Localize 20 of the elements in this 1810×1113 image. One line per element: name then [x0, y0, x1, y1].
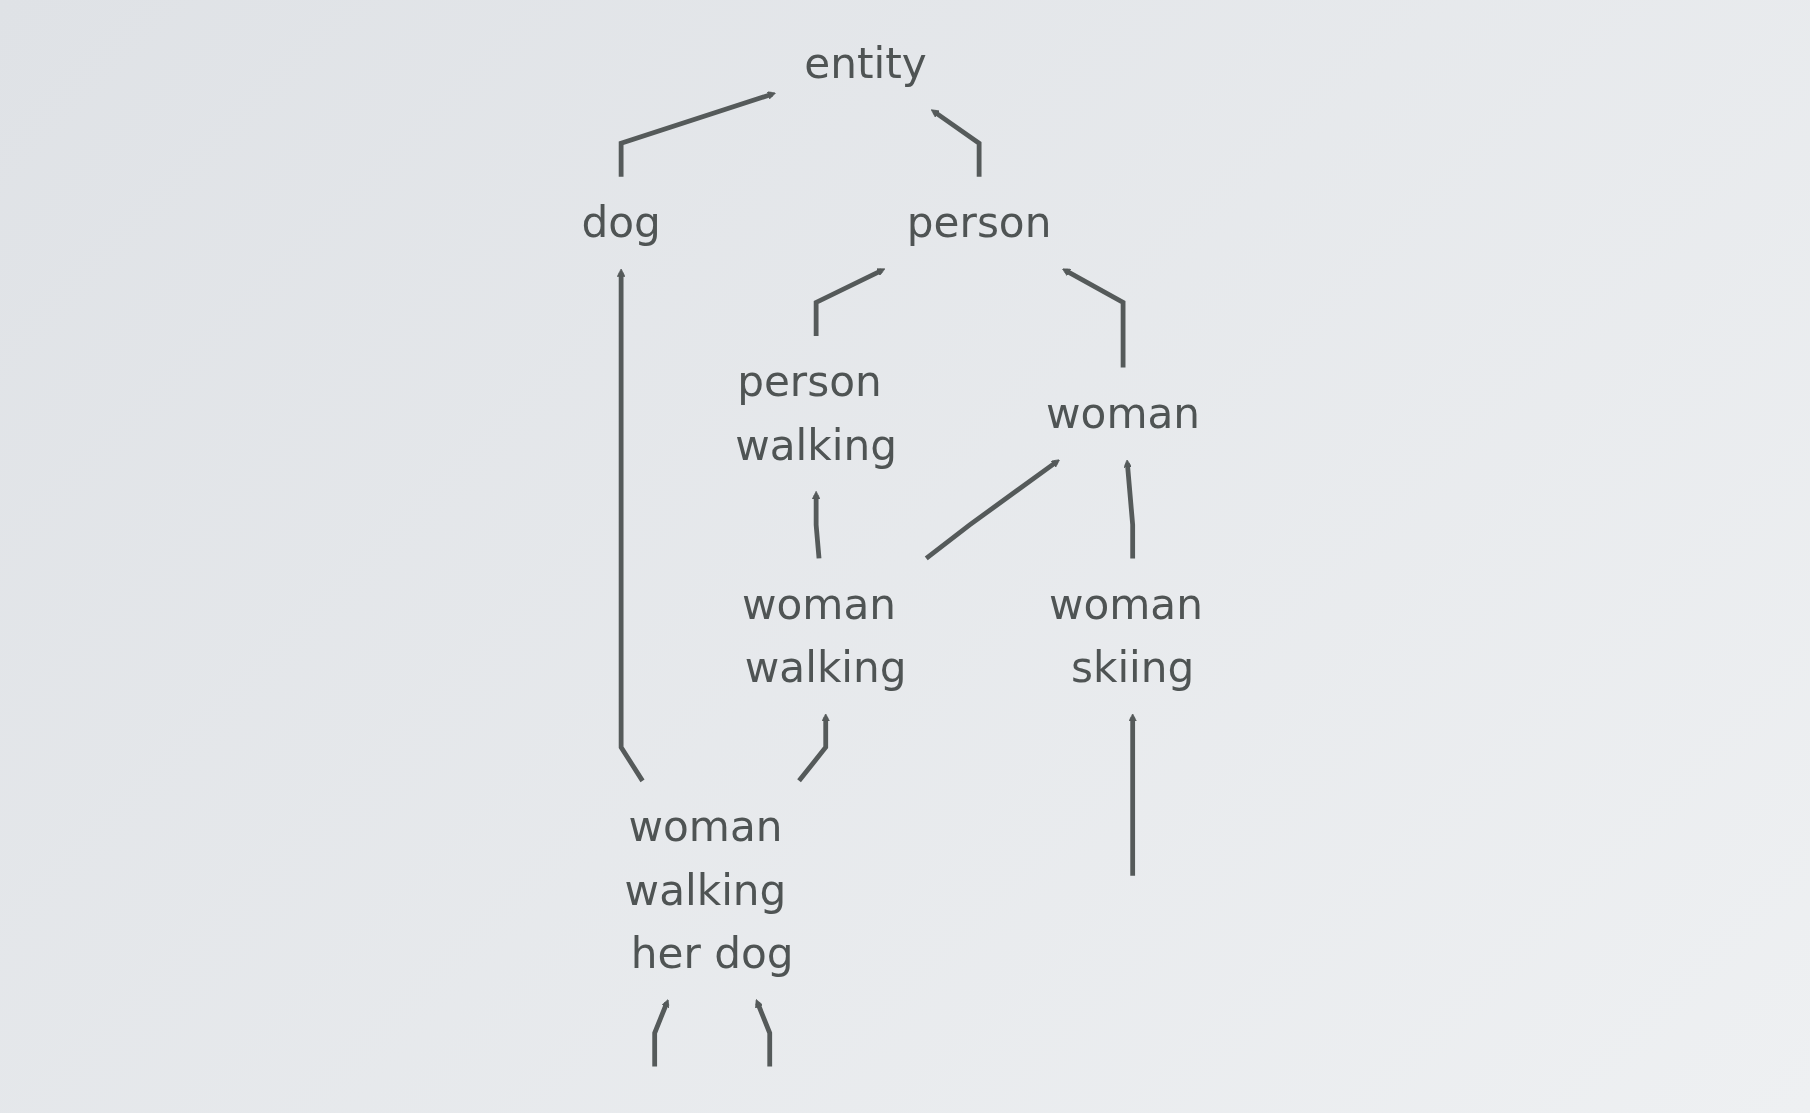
arrow — [930, 109, 982, 177]
arrow — [797, 713, 830, 783]
arrow — [616, 268, 645, 783]
arrow — [618, 91, 776, 177]
arrow — [1123, 459, 1136, 559]
arrow — [813, 268, 886, 336]
node-text: woman walking — [742, 579, 907, 692]
arrow — [1128, 713, 1137, 876]
arrow — [811, 490, 822, 559]
node-text: person — [906, 197, 1052, 247]
node-text: person walking — [735, 357, 897, 470]
node-text: dog — [581, 197, 661, 247]
node-text: woman skiing — [1048, 579, 1203, 692]
node-text: entity — [804, 38, 927, 88]
arrow — [924, 459, 1060, 561]
node-text: woman — [1046, 388, 1201, 438]
arrow — [652, 999, 670, 1067]
node-text: woman walking her dog — [624, 801, 794, 978]
arrow — [1062, 268, 1126, 368]
arrow — [755, 999, 773, 1067]
